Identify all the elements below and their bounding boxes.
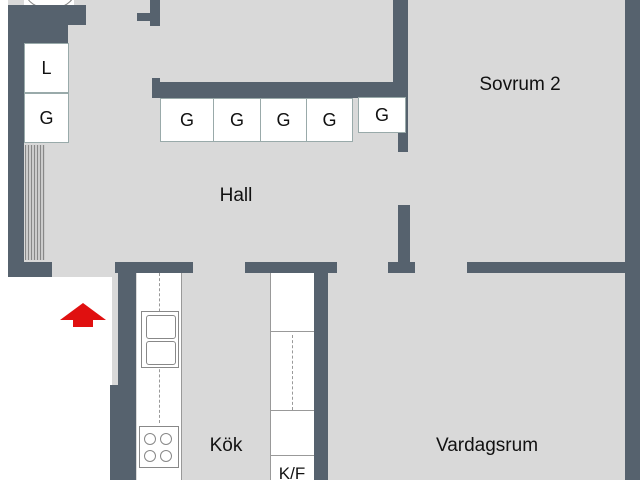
entrance-arrow-icon bbox=[60, 303, 106, 320]
room-label-hall: Hall bbox=[219, 185, 253, 206]
wall bbox=[152, 78, 160, 98]
outside bbox=[0, 0, 8, 480]
wall bbox=[393, 0, 408, 98]
wardrobe: G bbox=[160, 98, 214, 142]
entrance-arrow-stem bbox=[73, 319, 93, 327]
fridge-freezer-label: K/F bbox=[278, 464, 306, 480]
stove-icon bbox=[139, 426, 179, 468]
wall bbox=[110, 385, 136, 480]
wall bbox=[8, 5, 86, 25]
sink-icon bbox=[141, 311, 179, 368]
wardrobe: G bbox=[213, 98, 261, 142]
wall bbox=[313, 262, 328, 480]
room-label-bedroom: Sovrum 2 bbox=[479, 74, 561, 95]
room-label-kitchen: Kök bbox=[209, 435, 243, 456]
wardrobe: G bbox=[260, 98, 307, 142]
wall bbox=[115, 262, 193, 273]
wall bbox=[398, 205, 410, 270]
linen-closet: L bbox=[24, 43, 69, 93]
wall bbox=[467, 262, 627, 273]
wall bbox=[625, 0, 640, 480]
wall bbox=[245, 262, 337, 273]
wall bbox=[137, 13, 160, 21]
wall bbox=[152, 82, 408, 98]
kitchen-counter-right bbox=[270, 273, 314, 480]
radiator-icon bbox=[25, 145, 45, 260]
wardrobe: G bbox=[24, 93, 69, 143]
wardrobe: G bbox=[358, 97, 406, 133]
wall bbox=[388, 262, 415, 273]
wall bbox=[8, 262, 52, 277]
wall bbox=[8, 25, 24, 277]
wardrobe: G bbox=[306, 98, 353, 142]
room-label-living-room: Vardagsrum bbox=[435, 435, 539, 456]
